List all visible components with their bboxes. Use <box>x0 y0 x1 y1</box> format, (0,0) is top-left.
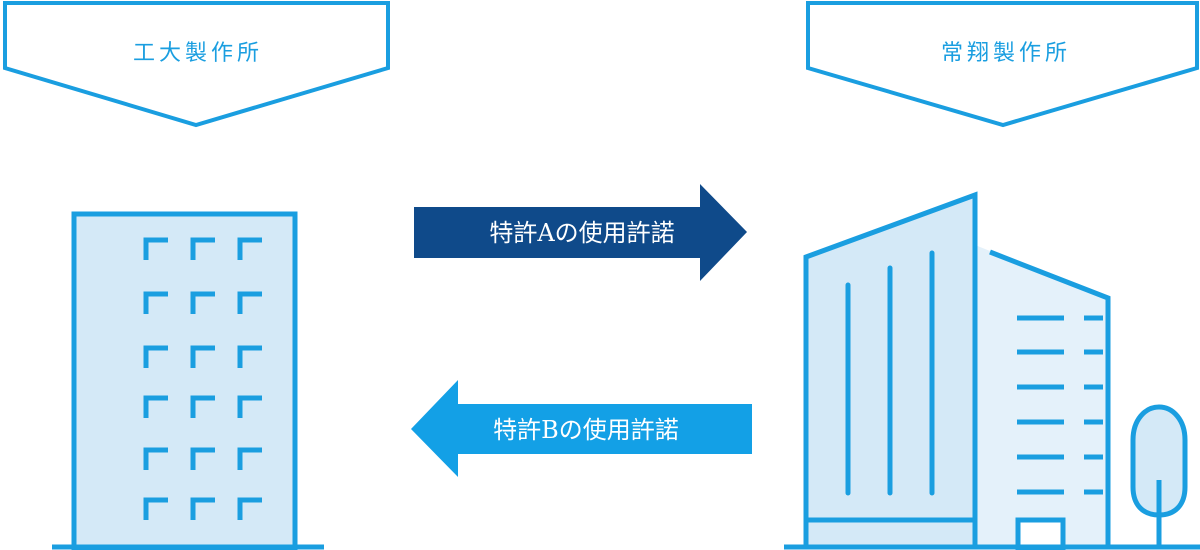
window-mark <box>237 345 262 368</box>
window-mark <box>237 447 262 470</box>
window-grid <box>143 237 262 520</box>
window-mark <box>143 345 168 368</box>
building-icon <box>52 211 324 550</box>
tree-icon <box>1130 404 1188 547</box>
window-mark <box>190 395 215 418</box>
window-mark <box>143 395 168 418</box>
arrow-patent-b: 特許Bの使用許諾 <box>411 380 752 477</box>
window-mark <box>190 291 215 314</box>
window-mark <box>190 345 215 368</box>
company-name-right: 常翔製作所 <box>941 41 1071 66</box>
arrow-label-patent-a: 特許Aの使用許諾 <box>489 219 674 247</box>
window-mark <box>237 497 262 520</box>
side-window-rows <box>1017 315 1103 495</box>
arrow-label-patent-b: 特許Bの使用許諾 <box>493 416 679 444</box>
window-mark <box>237 395 262 418</box>
window-mark <box>143 447 168 470</box>
window-mark <box>190 237 215 260</box>
office-building-icon <box>784 191 1200 550</box>
window-mark <box>143 237 168 260</box>
window-mark <box>143 497 168 520</box>
arrow-patent-a: 特許Aの使用許諾 <box>414 184 747 281</box>
window-mark <box>237 291 262 314</box>
window-mark <box>237 237 262 260</box>
company-name-left: 工大製作所 <box>133 41 263 66</box>
window-mark <box>190 447 215 470</box>
company-header-right: 常翔製作所 <box>806 1 1199 128</box>
window-mark <box>190 497 215 520</box>
company-header-left: 工大製作所 <box>2 1 390 128</box>
window-mark <box>143 291 168 314</box>
